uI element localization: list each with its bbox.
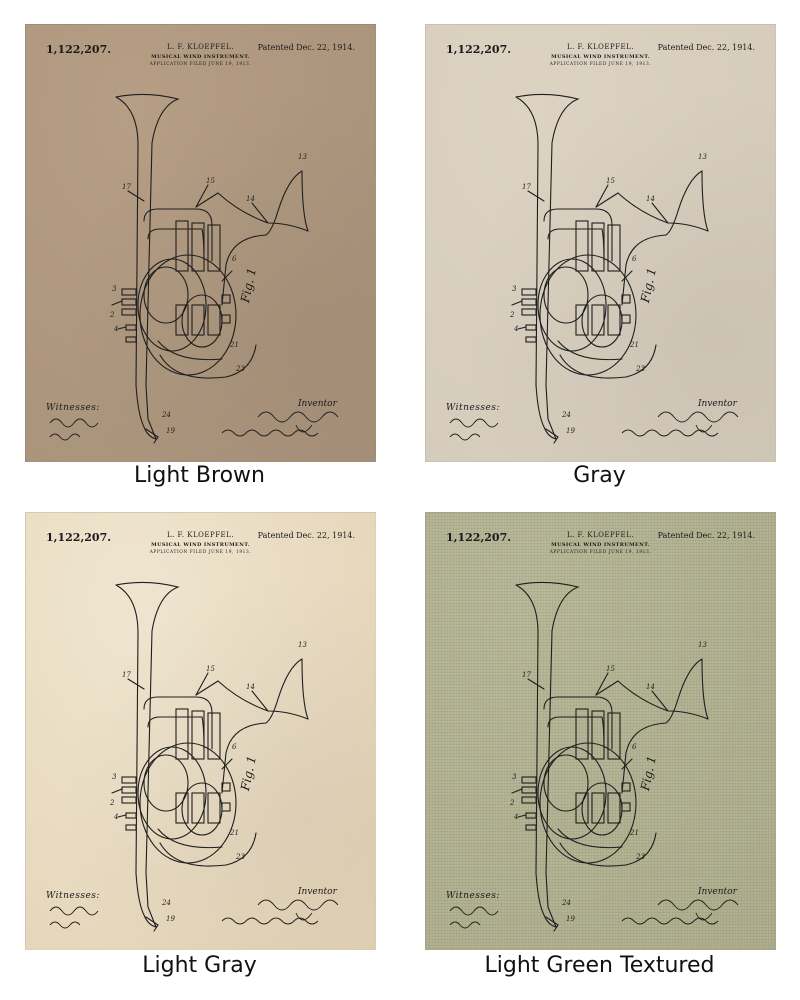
svg-text:3: 3	[512, 773, 517, 781]
svg-text:2: 2	[509, 311, 515, 319]
svg-text:19: 19	[166, 915, 175, 923]
reference-numerals: 17 15 14 13 6 3 2 4 21 23 24 19	[509, 153, 707, 435]
patent-print[interactable]: 1,122,207. L. F. KLOEPFEL. MUSICAL WIND …	[25, 512, 376, 950]
svg-text:6: 6	[232, 743, 237, 751]
svg-text:24: 24	[161, 411, 171, 419]
svg-text:13: 13	[298, 153, 307, 161]
svg-text:4: 4	[113, 325, 118, 333]
patent-print[interactable]: 1,122,207. L. F. KLOEPFEL. MUSICAL WIND …	[25, 24, 376, 462]
svg-text:2: 2	[109, 799, 115, 807]
svg-text:15: 15	[206, 177, 215, 185]
svg-text:17: 17	[522, 671, 531, 679]
patent-filed-date: APPLICATION FILED JUNE 19, 1913.	[549, 550, 652, 555]
svg-text:13: 13	[298, 641, 307, 649]
svg-text:14: 14	[646, 683, 655, 691]
svg-text:14: 14	[246, 195, 255, 203]
patent-inventor-name: L. F. KLOEPFEL.	[166, 531, 235, 539]
patent-date: Patented Dec. 22, 1914.	[257, 531, 355, 540]
patent-filed-date: APPLICATION FILED JUNE 19, 1913.	[549, 62, 652, 67]
svg-text:21: 21	[229, 829, 239, 837]
patent-date: Patented Dec. 22, 1914.	[657, 43, 755, 52]
reference-numerals: 17 15 14 13 6 3 2 4 21 23 24 19	[109, 153, 307, 435]
patent-number: 1,122,207.	[446, 43, 512, 56]
svg-text:3: 3	[512, 285, 517, 293]
patent-filed-date: APPLICATION FILED JUNE 19, 1913.	[149, 62, 252, 67]
svg-text:4: 4	[513, 813, 518, 821]
patent-inventor-name: L. F. KLOEPFEL.	[166, 43, 235, 51]
witnesses-label: Witnesses:	[446, 403, 500, 413]
instrument-drawing: 17 15 14 13 6 3 2 4 21 23 24 19	[449, 93, 739, 444]
svg-text:15: 15	[606, 665, 615, 673]
signatures	[49, 411, 339, 441]
inventor-label: Inventor	[298, 399, 337, 409]
svg-text:2: 2	[109, 311, 115, 319]
patent-title: MUSICAL WIND INSTRUMENT.	[151, 54, 250, 60]
inventor-label: Inventor	[698, 887, 737, 897]
svg-text:15: 15	[206, 665, 215, 673]
svg-text:4: 4	[113, 813, 118, 821]
instrument-drawing: 17 15 14 13 6 3 2 4 21 23 24 19	[49, 93, 339, 444]
variant-caption: Light Green Textured	[484, 953, 715, 978]
patent-filed-date: APPLICATION FILED JUNE 19, 1913.	[149, 550, 252, 555]
svg-text:6: 6	[632, 743, 637, 751]
svg-text:19: 19	[166, 427, 175, 435]
patent-print[interactable]: 1,122,207. L. F. KLOEPFEL. MUSICAL WIND …	[425, 512, 776, 950]
patent-title: MUSICAL WIND INSTRUMENT.	[151, 542, 250, 548]
reference-numerals: 17 15 14 13 6 3 2 4 21 23 24 19	[109, 641, 307, 923]
svg-text:4: 4	[513, 325, 518, 333]
instrument-drawing: 17 15 14 13 6 3 2 4 21 23 24 19	[449, 581, 739, 932]
patent-title: MUSICAL WIND INSTRUMENT.	[551, 542, 650, 548]
svg-text:14: 14	[246, 683, 255, 691]
svg-text:24: 24	[561, 411, 571, 419]
svg-text:6: 6	[632, 255, 637, 263]
svg-text:21: 21	[629, 341, 639, 349]
patent-date: Patented Dec. 22, 1914.	[257, 43, 355, 52]
svg-text:23: 23	[635, 365, 645, 373]
svg-text:2: 2	[509, 799, 515, 807]
variant-caption: Gray	[573, 463, 626, 488]
svg-text:21: 21	[629, 829, 639, 837]
svg-text:17: 17	[522, 183, 531, 191]
svg-text:13: 13	[698, 153, 707, 161]
svg-text:23: 23	[235, 365, 245, 373]
svg-text:23: 23	[635, 853, 645, 861]
variant-caption: Light Gray	[142, 953, 257, 978]
svg-text:13: 13	[698, 641, 707, 649]
patent-number: 1,122,207.	[46, 531, 112, 544]
signatures	[449, 899, 739, 929]
svg-text:6: 6	[232, 255, 237, 263]
svg-text:23: 23	[235, 853, 245, 861]
patent-inventor-name: L. F. KLOEPFEL.	[566, 531, 635, 539]
inventor-label: Inventor	[298, 887, 337, 897]
svg-text:3: 3	[112, 773, 117, 781]
svg-text:15: 15	[606, 177, 615, 185]
svg-text:19: 19	[566, 427, 575, 435]
reference-numerals: 17 15 14 13 6 3 2 4 21 23 24 19	[509, 641, 707, 923]
svg-text:19: 19	[566, 915, 575, 923]
patent-print[interactable]: 1,122,207. L. F. KLOEPFEL. MUSICAL WIND …	[425, 24, 776, 462]
svg-text:17: 17	[122, 183, 131, 191]
svg-text:24: 24	[561, 899, 571, 907]
patent-date: Patented Dec. 22, 1914.	[657, 531, 755, 540]
witnesses-label: Witnesses:	[46, 403, 100, 413]
svg-text:14: 14	[646, 195, 655, 203]
svg-text:17: 17	[122, 671, 131, 679]
inventor-label: Inventor	[698, 399, 737, 409]
witnesses-label: Witnesses:	[46, 891, 100, 901]
patent-title: MUSICAL WIND INSTRUMENT.	[551, 54, 650, 60]
patent-number: 1,122,207.	[46, 43, 112, 56]
signatures	[49, 899, 339, 929]
svg-text:24: 24	[161, 899, 171, 907]
patent-inventor-name: L. F. KLOEPFEL.	[566, 43, 635, 51]
variant-caption: Light Brown	[134, 463, 265, 488]
svg-text:3: 3	[112, 285, 117, 293]
signatures	[449, 411, 739, 441]
instrument-drawing: 17 15 14 13 6 3 2 4 21 23 24 19	[49, 581, 339, 932]
patent-number: 1,122,207.	[446, 531, 512, 544]
witnesses-label: Witnesses:	[446, 891, 500, 901]
svg-text:21: 21	[229, 341, 239, 349]
